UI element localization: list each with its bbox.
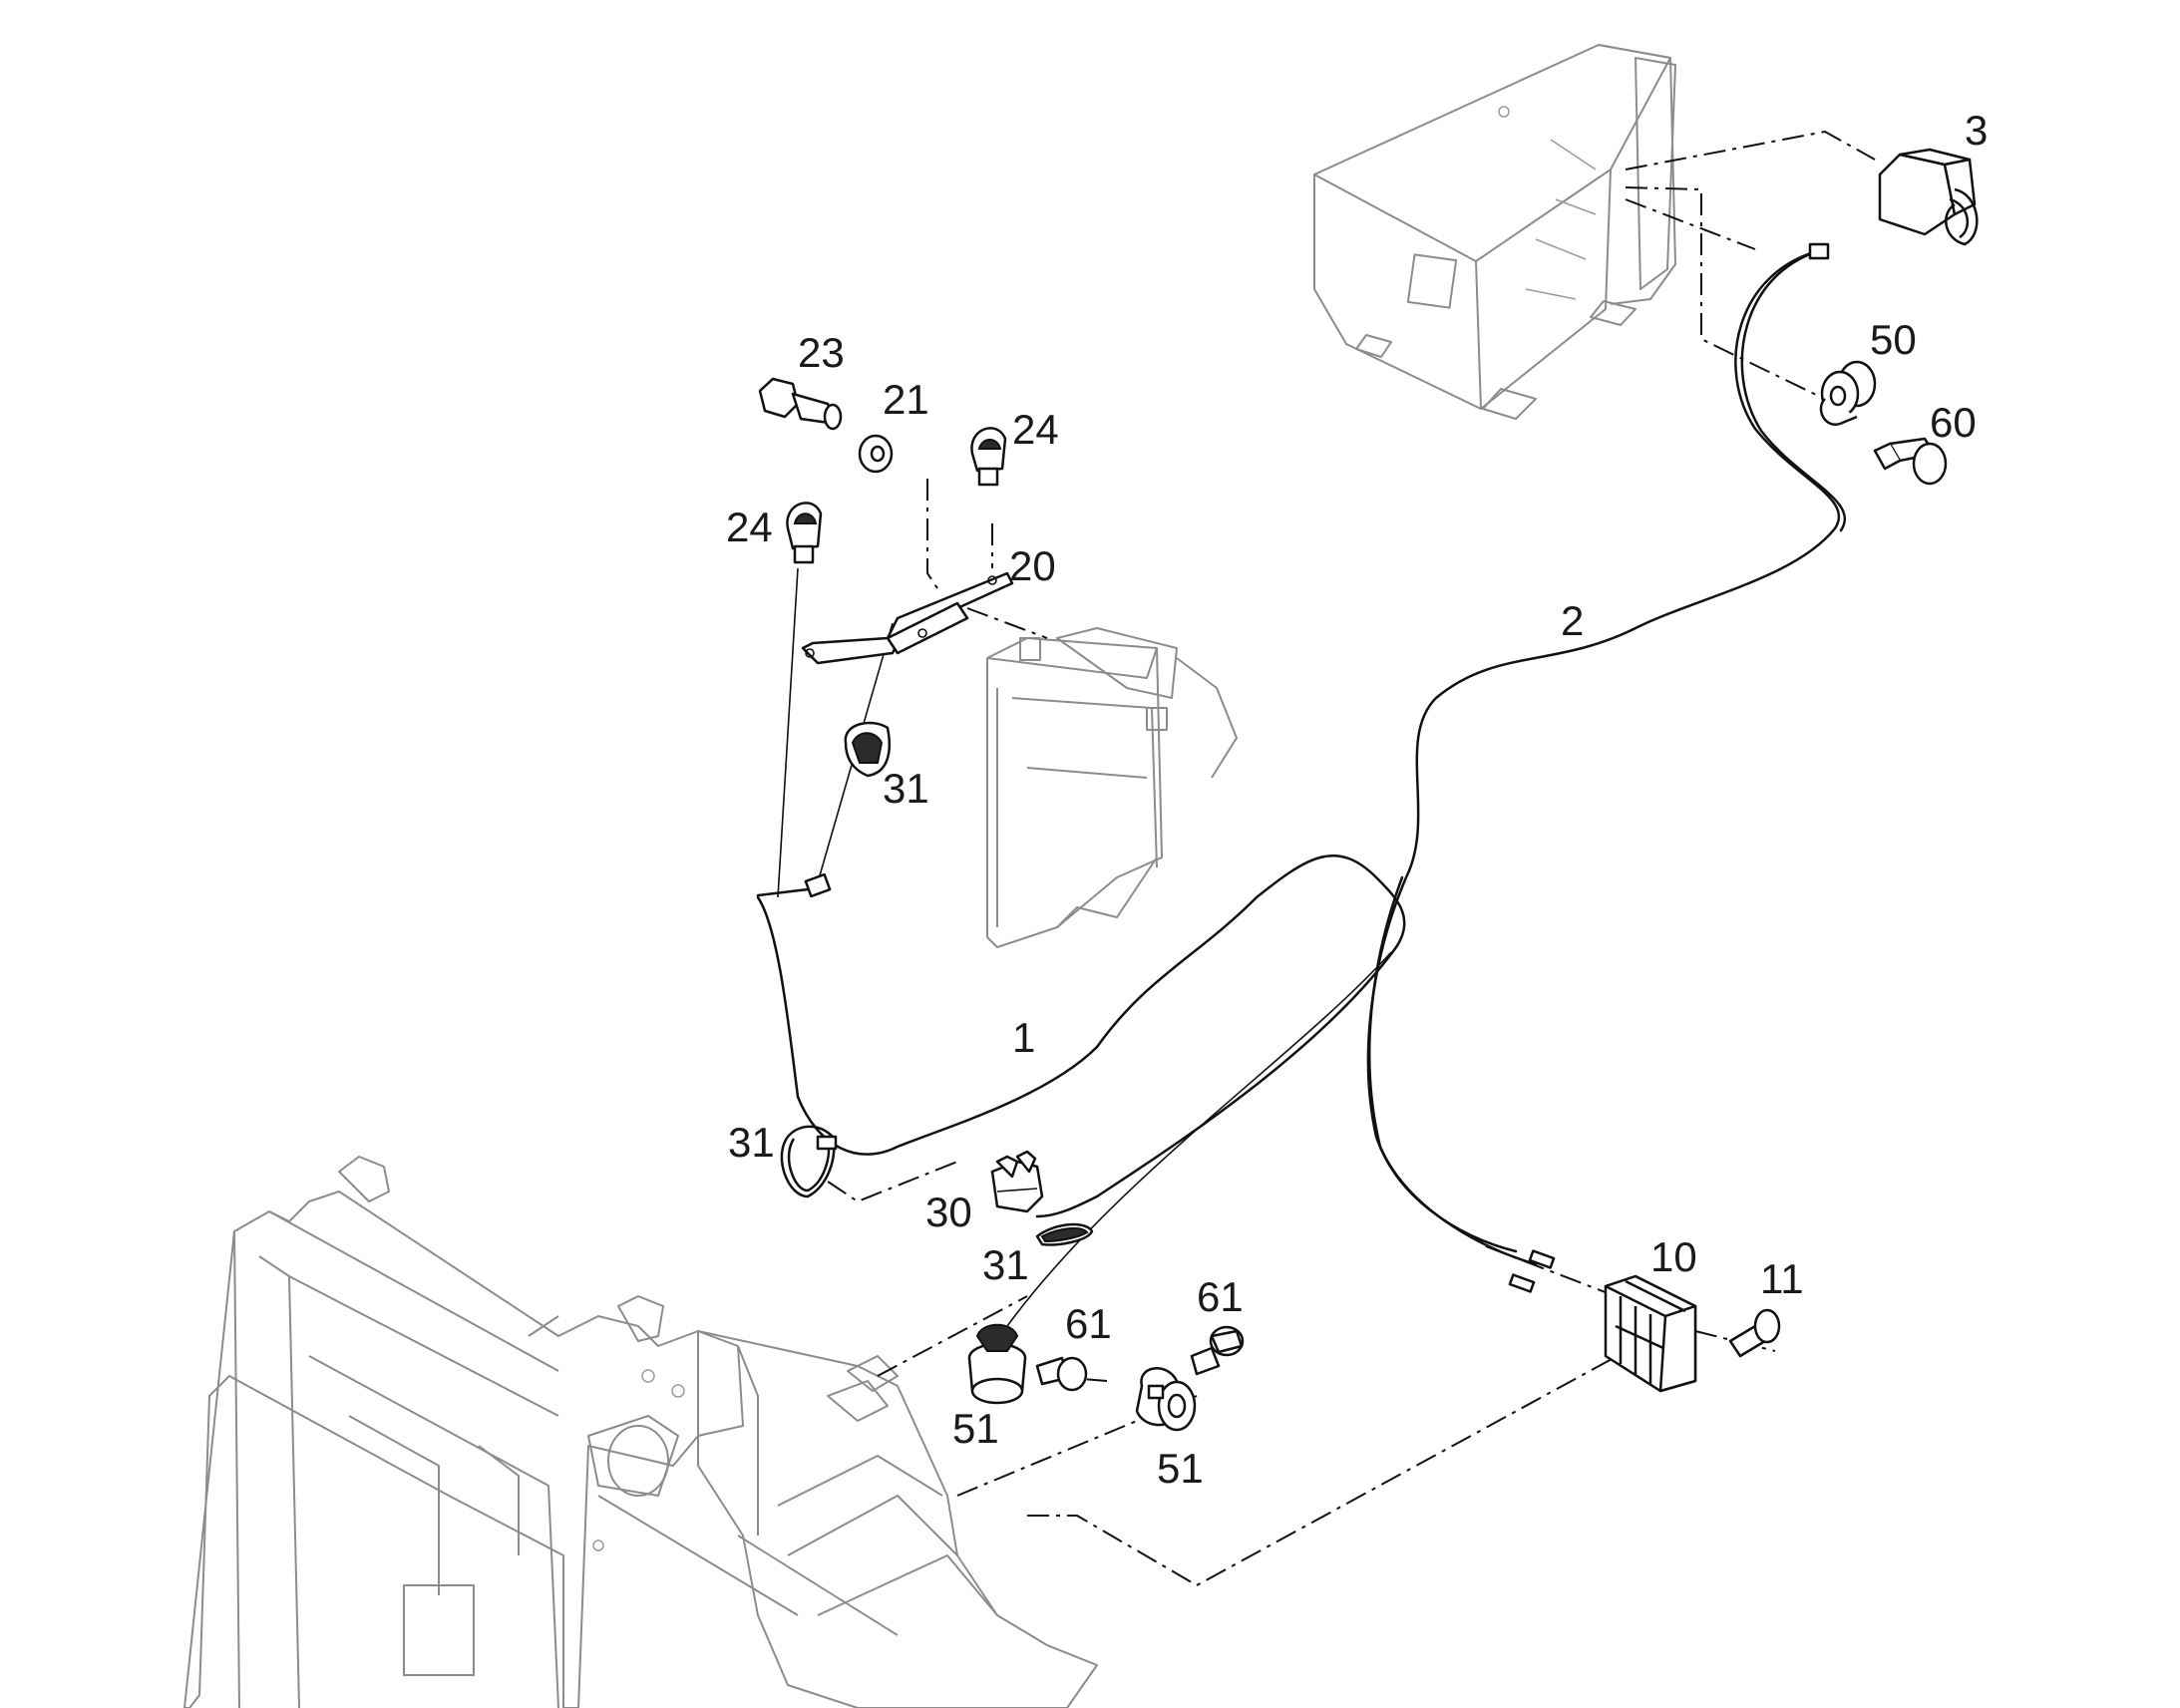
callout-51a: 51: [952, 1405, 999, 1452]
callout-23: 23: [798, 329, 845, 376]
fastener-part-24a: [970, 427, 1007, 487]
bracket-part-20: [801, 571, 1014, 665]
tie-part-31c: [1035, 1222, 1094, 1246]
relay-part-3: [1878, 148, 1979, 246]
module-part-10: [1604, 1274, 1697, 1393]
callout-21: 21: [883, 376, 929, 423]
callout-31b: 31: [728, 1119, 775, 1166]
grommet-part-31a: [844, 721, 892, 778]
callout-3: 3: [1965, 107, 1988, 154]
screw-part-11: [1728, 1308, 1781, 1358]
callout-61a: 61: [1065, 1300, 1112, 1347]
cable-connectors: [1508, 242, 1830, 1293]
callout-labels: 3 50 60 23 21 24 24 20 2 31 1 31 30 31 1…: [726, 107, 1988, 1492]
connector-end: [756, 872, 832, 898]
cable-2: [1366, 247, 1841, 1253]
fastener-part-24b: [786, 502, 823, 564]
washer-part-21: [858, 434, 894, 474]
callout-24b: 24: [726, 504, 773, 550]
clamp-part-51b: [1135, 1367, 1197, 1432]
cabinet-box-outline: [1313, 44, 1676, 420]
callout-2: 2: [1561, 597, 1584, 644]
screw-part-61a: [1035, 1356, 1088, 1392]
callout-50: 50: [1870, 316, 1917, 363]
control-module-outline: [986, 627, 1238, 948]
cable-1: [756, 854, 1406, 1156]
bolt-part-23: [758, 377, 843, 431]
callout-31a: 31: [883, 765, 929, 812]
callout-11: 11: [1760, 1255, 1804, 1302]
cables: [756, 247, 1847, 1327]
callout-24a: 24: [1012, 406, 1059, 453]
callout-1: 1: [1012, 1014, 1035, 1061]
callout-61b: 61: [1197, 1273, 1244, 1320]
clamp-part-51a: [967, 1323, 1027, 1405]
machine-frame-outline: [183, 1156, 1098, 1708]
leader-lines: [827, 130, 1876, 1587]
clamp-part-50: [1819, 360, 1877, 427]
callout-31c: 31: [982, 1241, 1029, 1288]
callout-30: 30: [925, 1189, 972, 1235]
callout-51b: 51: [1157, 1445, 1204, 1492]
tie-strap-part-31b: [780, 1125, 838, 1198]
screw-part-61b: [1190, 1325, 1245, 1376]
screw-part-60: [1873, 437, 1948, 486]
holder-part-30: [990, 1150, 1044, 1213]
callout-20: 20: [1009, 542, 1056, 589]
callout-10: 10: [1650, 1233, 1697, 1280]
callout-60: 60: [1930, 399, 1977, 446]
